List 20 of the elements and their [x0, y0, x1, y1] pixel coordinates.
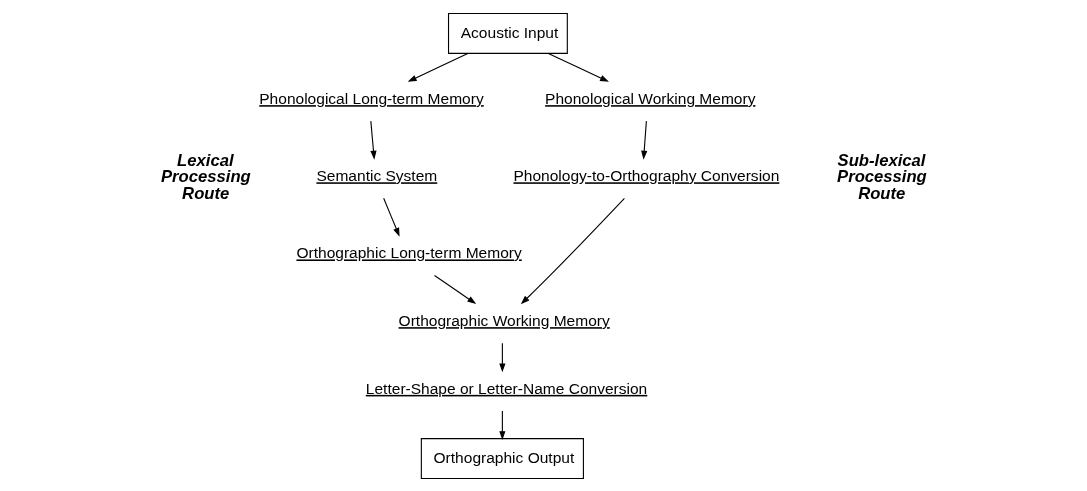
- arrow: [640, 120, 647, 160]
- arrow: [498, 409, 505, 440]
- node-text: Orthographic Long-term Memory: [295, 243, 522, 261]
- node-text: Phonological Long-term Memory: [258, 89, 484, 107]
- arrow: [498, 342, 505, 372]
- label: Lexical Processing Route: [160, 150, 251, 203]
- arrow: [547, 52, 609, 82]
- arrow: [433, 274, 476, 304]
- node-text: Phonological Working Memory: [544, 89, 755, 107]
- node-text: Orthographic Working Memory: [398, 311, 610, 329]
- arrow: [382, 197, 400, 237]
- arrow: [407, 52, 468, 82]
- node-text: Phonology-to-Orthography Conversion: [512, 166, 779, 184]
- arrow: [369, 120, 377, 160]
- arrow: [520, 197, 625, 304]
- node-text: Letter-Shape or Letter-Name Conversion: [365, 379, 647, 397]
- node-box: Orthographic Output: [420, 437, 584, 479]
- label: Sub-lexical Processing Route: [836, 150, 927, 203]
- node-text: Semantic System: [315, 166, 437, 184]
- node-box: Acoustic Input: [447, 12, 568, 54]
